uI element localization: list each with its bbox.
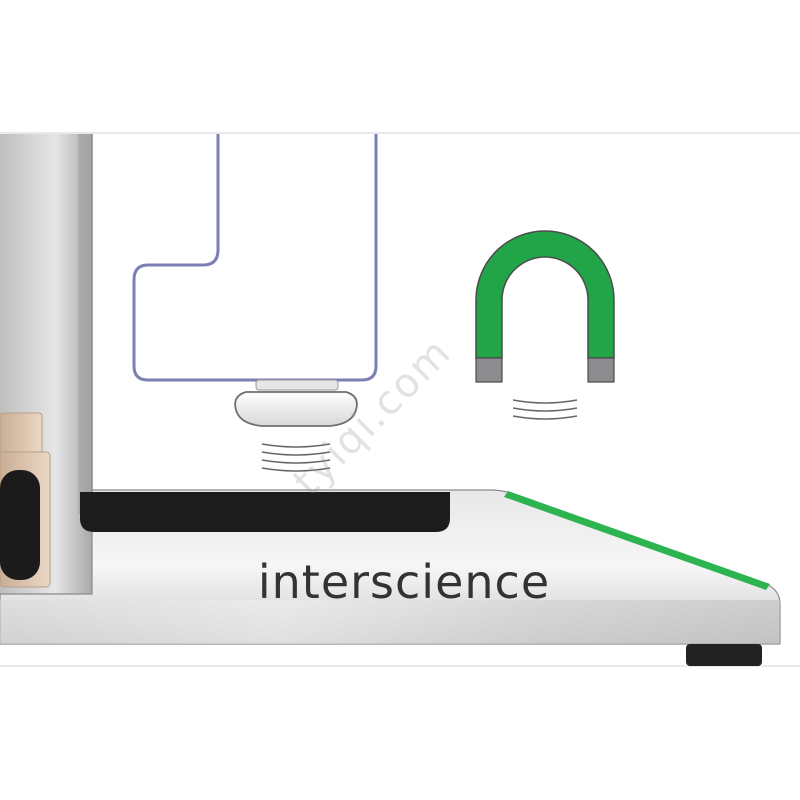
blender-head <box>132 134 378 382</box>
door-clamp-block <box>0 412 51 588</box>
base-foot <box>686 644 762 666</box>
panel-frame <box>0 132 800 667</box>
vibration-lines-puck <box>261 443 331 472</box>
brand-logo-text: interscience <box>258 555 550 609</box>
base-housing <box>0 489 781 645</box>
paddle-puck <box>234 379 358 427</box>
magnet-icon <box>475 230 615 383</box>
vibration-lines-magnet <box>512 399 578 420</box>
